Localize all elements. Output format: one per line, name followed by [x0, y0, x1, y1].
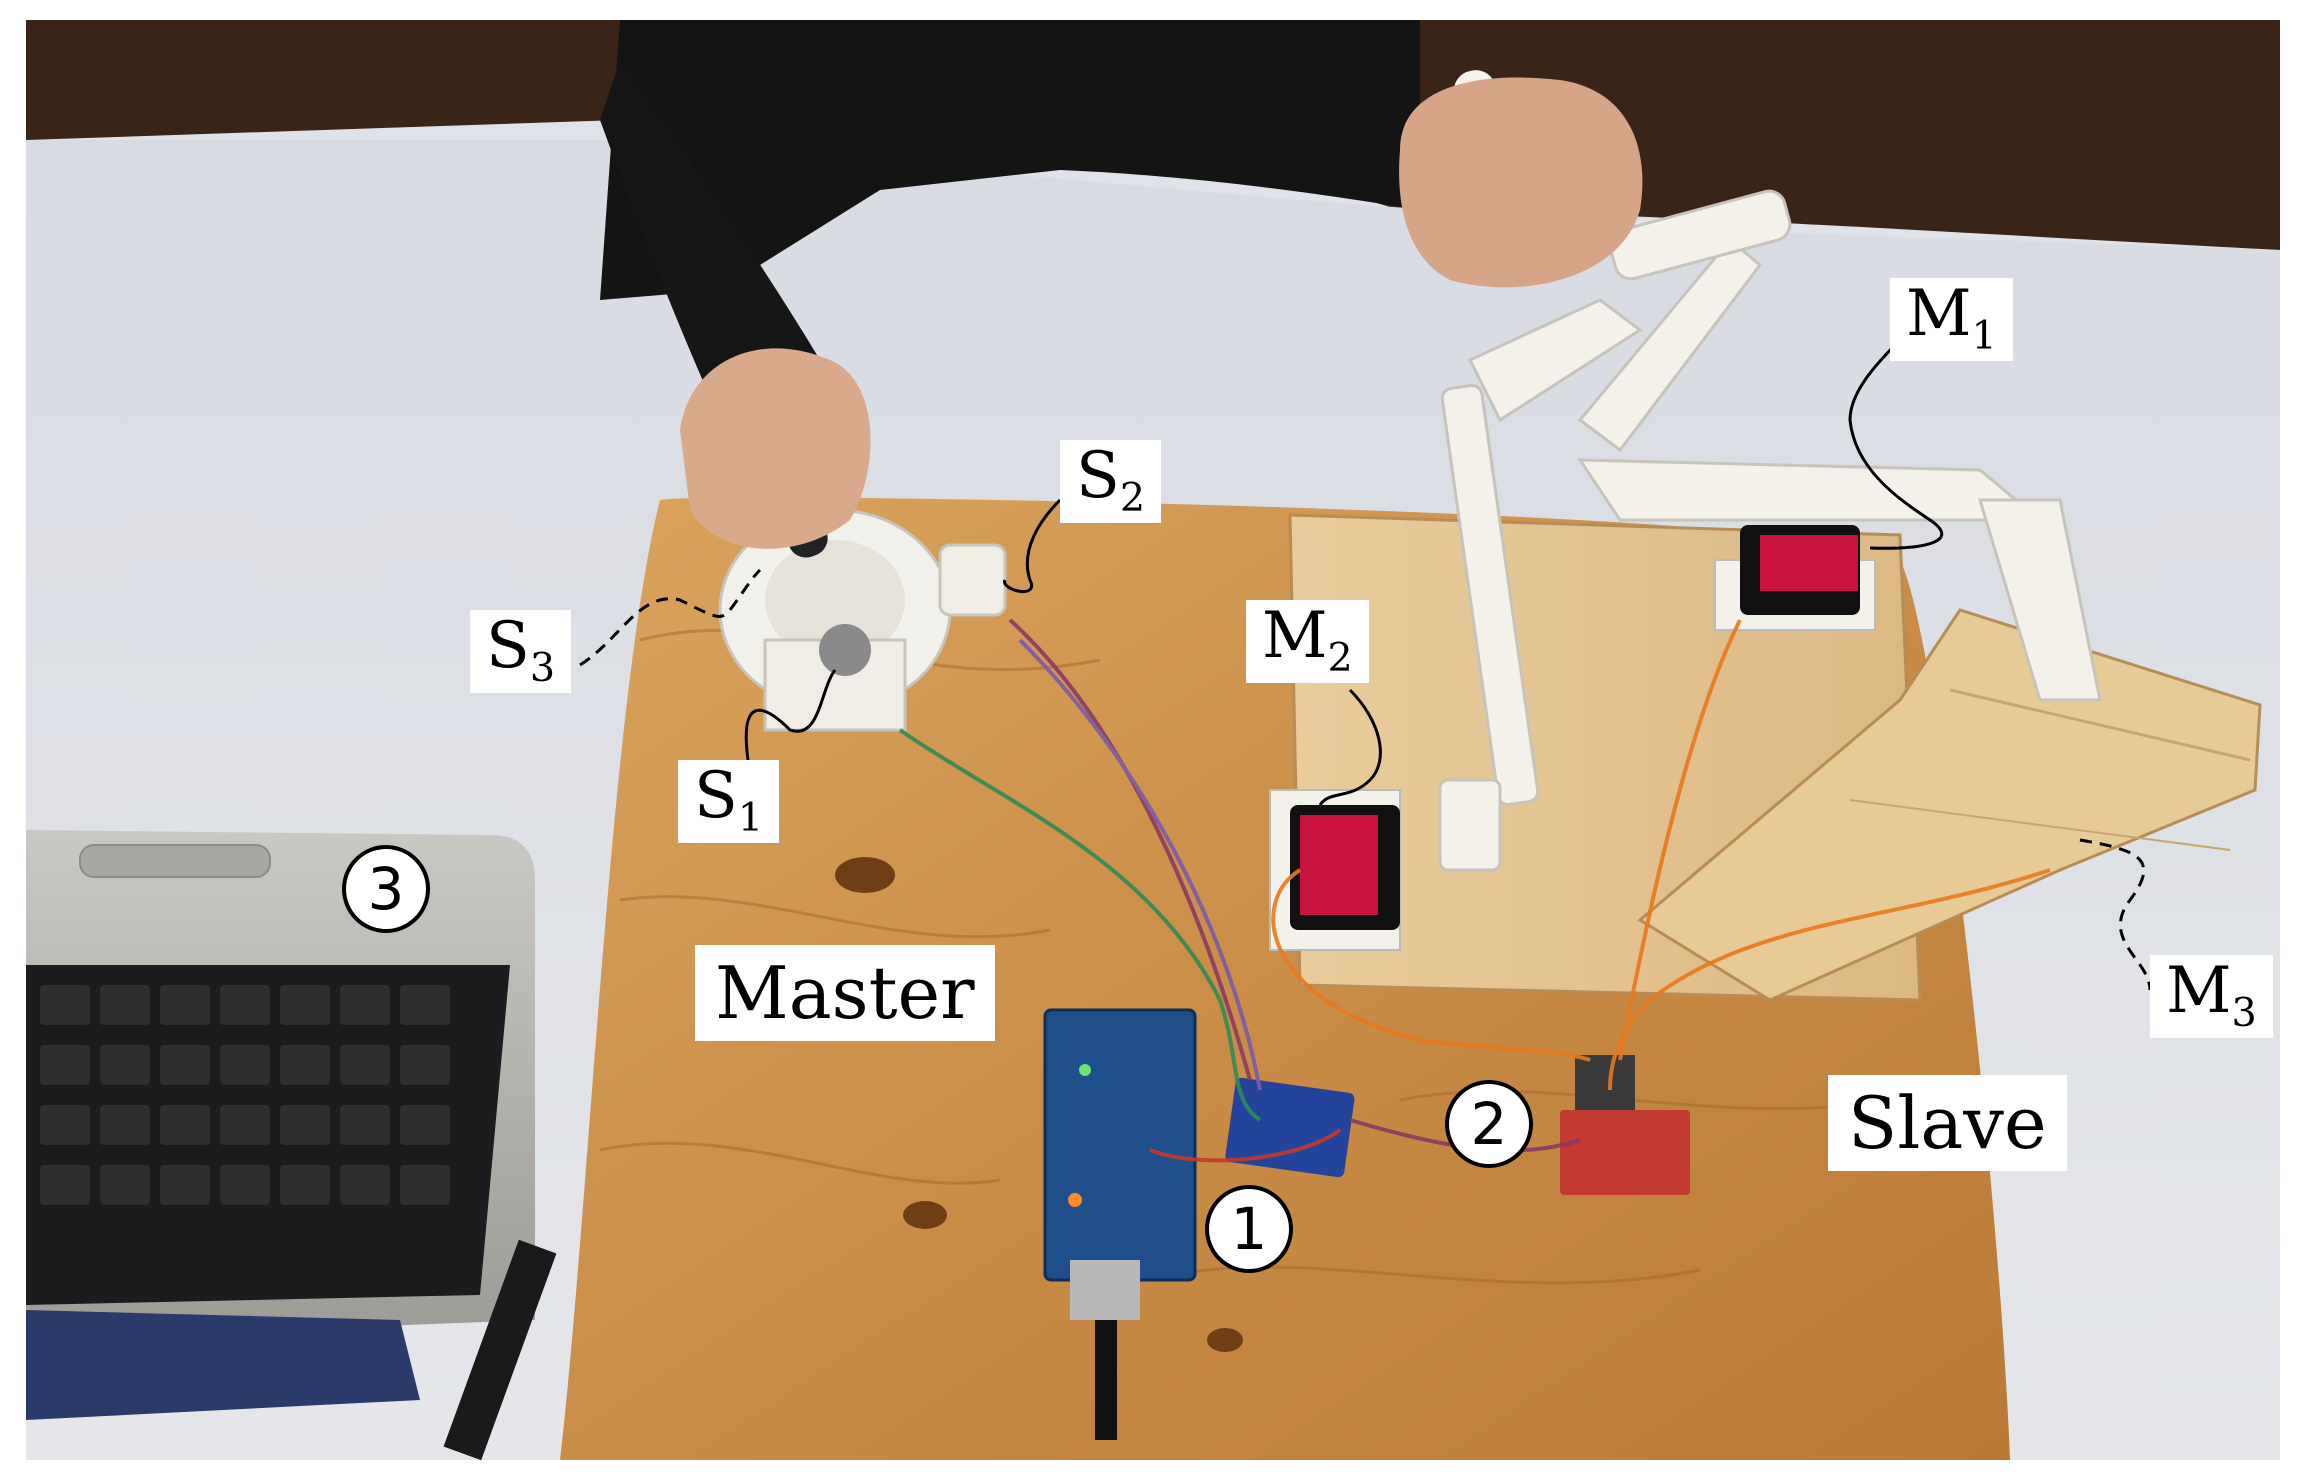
label-s2: S2 [1060, 439, 1162, 523]
label-s2-base: S [1076, 439, 1120, 513]
wire-bundle [898, 618, 2051, 1163]
label-m1-base: M [1906, 277, 1972, 351]
arduino-board [1043, 1008, 1197, 1440]
label-m3-sub: 3 [2231, 989, 2257, 1036]
label-m2-base: M [1262, 599, 1328, 673]
label-master: Master [695, 945, 995, 1041]
marker-three: 3 [342, 845, 430, 933]
label-m3-base: M [2166, 954, 2232, 1028]
leader-s2 [1003, 498, 1062, 594]
label-m2: M2 [1246, 600, 1369, 683]
label-s3: S3 [470, 609, 572, 693]
red-breadboard [1560, 1110, 1690, 1195]
leader-m2 [1318, 688, 1382, 806]
label-slave: Slave [1828, 1075, 2067, 1171]
label-s3-sub: 3 [529, 644, 556, 691]
left-arm-sleeve [600, 60, 820, 420]
wood-grain [599, 628, 1901, 1285]
wood-knot [835, 857, 895, 893]
leader-lines [579, 333, 2152, 991]
wood-knot-3 [1207, 1328, 1243, 1352]
wood-knot-2 [903, 1201, 947, 1229]
leader-s1 [744, 669, 837, 761]
laptop [26, 830, 557, 1461]
person-torso [600, 20, 1420, 300]
leader-s3 [579, 568, 762, 667]
marker-two: 2 [1445, 1080, 1533, 1168]
label-m1: M1 [1890, 278, 2013, 361]
label-s3-base: S [486, 609, 530, 683]
left-hand [680, 348, 871, 549]
connector-block [1575, 1055, 1635, 1110]
label-s1-sub: 1 [737, 794, 764, 841]
leader-m1 [1848, 333, 1944, 550]
slave-arm [1438, 189, 2102, 872]
marker-one: 1 [1205, 1185, 1293, 1273]
servo-m1 [1714, 525, 1876, 631]
right-hand [1399, 77, 1643, 288]
label-s1-base: S [694, 759, 738, 833]
label-m1-sub: 1 [1971, 312, 1997, 359]
label-s1: S1 [678, 759, 780, 843]
label-s2-sub: 2 [1119, 474, 1146, 521]
servo-m2 [1269, 789, 1401, 951]
label-m3: M3 [2150, 955, 2273, 1038]
slave-vertical-plank [1640, 610, 2260, 1000]
blue-breadboard [1225, 1077, 1355, 1178]
leader-m3 [2079, 838, 2152, 991]
label-m2-sub: 2 [1327, 634, 1353, 681]
